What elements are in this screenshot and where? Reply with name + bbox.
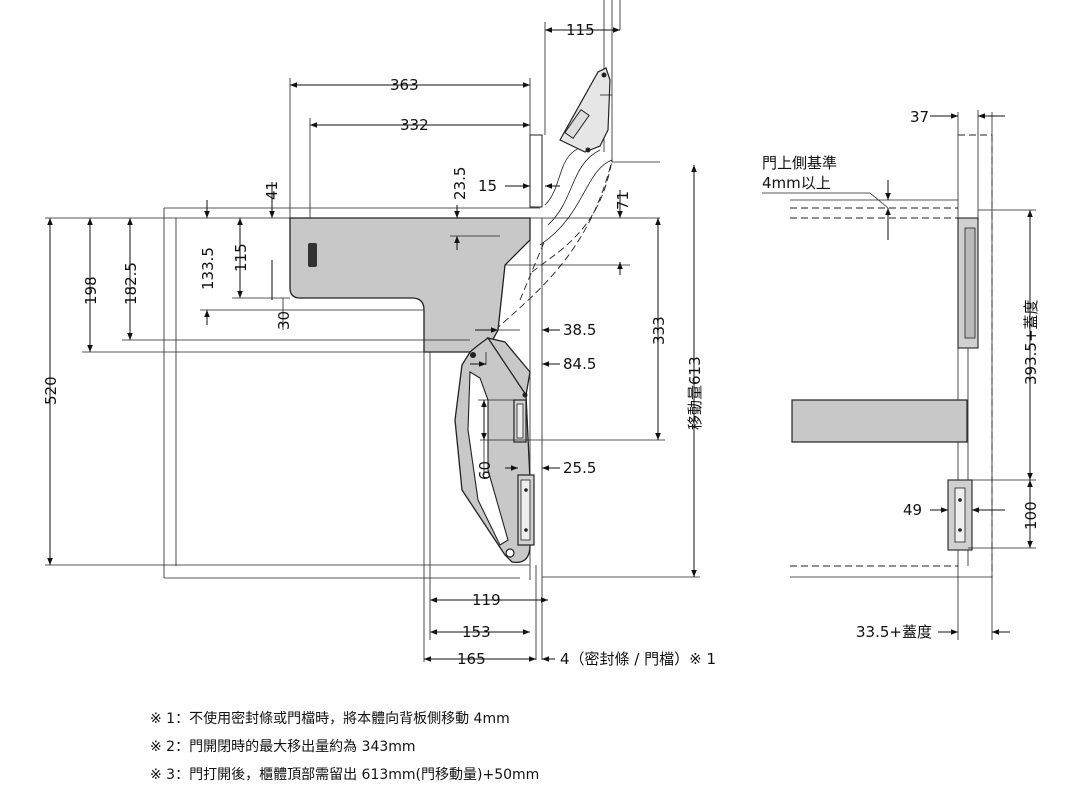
dim-84-5: 84.5	[563, 355, 596, 373]
dim-115-left: 115	[232, 243, 250, 272]
dim-332: 332	[400, 116, 429, 134]
dim-15: 15	[478, 177, 497, 195]
note-1: ※ 1：不使用密封條或門檔時，將本體向背板側移動 4mm	[150, 711, 510, 727]
dim-labels-left: 115 363 332 41 23.5 15 71 133.5 115 198 …	[42, 21, 716, 668]
dim-115-top: 115	[566, 21, 595, 39]
dim-4-seal-note: 4（密封條 / 門檔）※ 1	[560, 650, 716, 668]
technical-drawing: 115 363 332 41 23.5 15 71 133.5 115 198 …	[42, 0, 1040, 668]
note-3: ※ 3：門打開後，櫃體頂部需留出 613mm(門移動量)+50mm	[150, 767, 540, 783]
dim-30: 30	[275, 311, 293, 330]
door-mount-plates	[513, 399, 535, 546]
dim-119: 119	[472, 591, 501, 609]
side-view-dim-lines	[762, 110, 1036, 640]
dim-41: 41	[263, 181, 281, 200]
cabinet-outline	[45, 207, 700, 660]
notes-list: ※ 1：不使用密封條或門檔時，將本體向背板側移動 4mm ※ 2：門開閉時的最大…	[150, 705, 539, 789]
open-door-bracket	[559, 67, 612, 153]
dim-153: 153	[462, 623, 491, 641]
dim-520: 520	[42, 376, 60, 405]
door-top-gap-label: 4mm以上	[762, 174, 831, 192]
dim-38-5: 38.5	[563, 321, 596, 339]
note-2: ※ 2：門開閉時的最大移出量約為 343mm	[150, 739, 416, 755]
dim-33-5-overlay: 33.5+蓋度	[856, 623, 932, 641]
door-swing-path	[494, 144, 613, 331]
dim-363: 363	[390, 76, 419, 94]
dim-labels-right: 37 門上側基準 4mm以上 393.5+蓋度 49 100 33.5+蓋度	[762, 108, 1040, 641]
dim-393-5-overlay: 393.5+蓋度	[1022, 299, 1040, 385]
dim-lines	[47, 22, 697, 662]
dim-71: 71	[614, 191, 632, 210]
door-top-reference-label: 門上側基準	[762, 154, 837, 172]
dim-100: 100	[1022, 501, 1040, 530]
dim-333: 333	[650, 316, 668, 345]
dim-49: 49	[903, 501, 922, 519]
dim-165: 165	[457, 650, 486, 668]
dim-23-5: 23.5	[451, 167, 469, 200]
dim-133-5: 133.5	[199, 247, 217, 290]
dim-182-5: 182.5	[122, 262, 140, 305]
dim-60: 60	[476, 461, 494, 480]
dim-198: 198	[82, 276, 100, 305]
dim-25-5: 25.5	[563, 459, 596, 477]
dim-37: 37	[910, 108, 929, 126]
mechanism-body	[289, 217, 531, 353]
side-view	[790, 112, 993, 640]
dim-move-613: 移動量613	[686, 356, 704, 430]
